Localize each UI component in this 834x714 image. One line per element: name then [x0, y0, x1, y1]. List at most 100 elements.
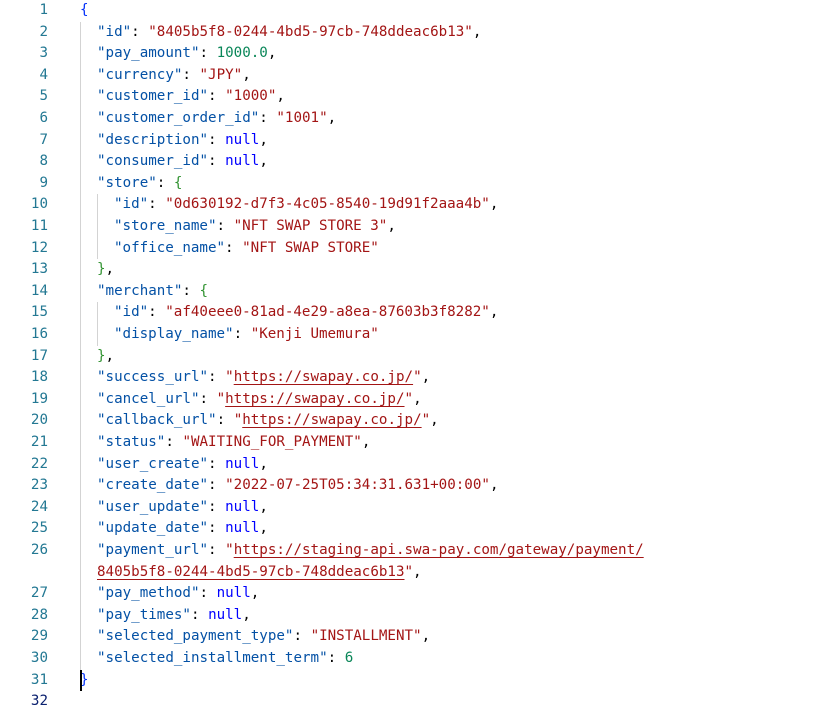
- code-token: :: [165, 434, 183, 450]
- url-link[interactable]: https://swapay.co.jp/: [233, 369, 414, 386]
- code-token: ,: [259, 520, 268, 537]
- line-number: 12: [30, 239, 48, 256]
- code-text: "currency": "JPY",: [97, 65, 251, 87]
- code-token: "Kenji Umemura": [250, 326, 379, 342]
- code-token: :: [293, 628, 311, 645]
- code-token: ,: [250, 585, 260, 602]
- code-token: {: [199, 282, 209, 299]
- code-token: {: [173, 174, 183, 191]
- code-text: "pay_times": null,: [97, 605, 251, 627]
- code-token: ,: [413, 390, 422, 407]
- code-token: "customer_id": [97, 88, 209, 105]
- line-number: 22: [30, 455, 48, 472]
- url-link[interactable]: https://staging-api.swa-pay.com/gateway/…: [233, 542, 644, 558]
- code-text: "selected_payment_type": "INSTALLMENT",: [97, 626, 430, 648]
- code-token: "2022-07-25T05:34:31.631+00:00": [225, 477, 490, 494]
- code-token: :: [131, 23, 149, 40]
- code-token: null: [225, 520, 260, 537]
- code-token: "update_date": [97, 520, 209, 537]
- code-token: "INSTALLMENT": [310, 628, 422, 645]
- code-text: "store_name": "NFT SWAP STORE 3",: [114, 216, 396, 238]
- code-token: :: [225, 239, 243, 256]
- line-number: 13: [30, 261, 48, 278]
- code-token: "8405b5f8-0244-4bd5-97cb-748ddeac6b13": [148, 23, 473, 40]
- code-token: 6: [344, 650, 354, 666]
- url-link[interactable]: https://swapay.co.jp/: [225, 390, 405, 407]
- code-token: :: [216, 412, 234, 429]
- code-text: "id": "af40eee0-81ad-4e29-a8ea-87603b3f8…: [114, 302, 498, 324]
- code-token: "NFT SWAP STORE 3": [233, 218, 388, 234]
- code-text: }: [80, 670, 89, 692]
- code-token: :: [190, 606, 209, 623]
- code-token: "store": [97, 174, 157, 191]
- line-number: 8: [39, 153, 48, 170]
- line-number: 19: [30, 390, 48, 407]
- code-token: "store_name": [114, 218, 217, 234]
- code-token: :: [216, 218, 234, 234]
- code-token: "pay_method": [97, 585, 200, 602]
- code-token: "merchant": [97, 282, 183, 299]
- code-text: "consumer_id": null,: [97, 151, 268, 173]
- code-token: ,: [105, 347, 115, 364]
- code-token: "description": [97, 131, 209, 148]
- code-text: "id": "8405b5f8-0244-4bd5-97cb-748ddeac6…: [97, 22, 481, 44]
- code-text: "user_create": null,: [97, 454, 268, 476]
- line-number: 29: [30, 628, 48, 645]
- code-token: ,: [387, 218, 396, 234]
- code-text: "status": "WAITING_FOR_PAYMENT",: [97, 432, 370, 454]
- code-text: 8405b5f8-0244-4bd5-97cb-748ddeac6b13",: [97, 562, 422, 584]
- code-token: ,: [421, 369, 431, 386]
- code-token: "id": [97, 23, 132, 40]
- code-token: ,: [361, 434, 371, 450]
- line-number: 15: [30, 304, 48, 321]
- code-text: "create_date": "2022-07-25T05:34:31.631+…: [97, 475, 498, 497]
- code-token: "currency": [97, 66, 183, 83]
- code-token: :: [327, 650, 345, 666]
- code-text: "customer_order_id": "1001",: [97, 108, 336, 130]
- code-text: "office_name": "NFT SWAP STORE": [114, 238, 379, 260]
- code-token: :: [208, 131, 226, 148]
- code-token: null: [216, 585, 251, 602]
- code-token: null: [225, 153, 260, 170]
- code-token: 1000.0: [216, 45, 268, 62]
- line-number: 16: [30, 326, 48, 342]
- line-number: 26: [30, 542, 48, 558]
- code-token: "1001": [276, 110, 328, 126]
- code-token: ,: [259, 131, 268, 148]
- code-token: ,: [259, 153, 268, 170]
- code-token: ,: [242, 606, 251, 623]
- code-token: :: [208, 455, 226, 472]
- code-token: "customer_order_id": [97, 110, 260, 126]
- code-token: :: [208, 520, 226, 537]
- line-number: 18: [30, 369, 48, 386]
- code-text: "pay_amount": 1000.0,: [97, 43, 276, 65]
- code-text: "display_name": "Kenji Umemura": [114, 324, 379, 346]
- code-token: :: [148, 304, 166, 321]
- code-token: ": [413, 369, 422, 386]
- code-token: "success_url": [97, 369, 209, 386]
- code-token: ,: [421, 628, 431, 645]
- code-token: ": [225, 369, 234, 386]
- line-number: 1: [39, 2, 48, 18]
- url-link[interactable]: https://swapay.co.jp/: [242, 412, 422, 429]
- line-number: 31: [30, 671, 48, 688]
- code-token: :: [208, 153, 226, 170]
- code-token: ,: [105, 261, 115, 278]
- code-token: ": [421, 412, 431, 429]
- code-token: ,: [489, 477, 499, 494]
- code-token: null: [208, 606, 243, 623]
- code-token: "user_create": [97, 455, 209, 472]
- code-token: ": [225, 542, 234, 558]
- code-token: :: [233, 326, 251, 342]
- code-token: ": [404, 390, 414, 407]
- code-token: ": [216, 390, 226, 407]
- code-token: "selected_installment_term": [97, 650, 328, 666]
- line-number: 4: [39, 66, 48, 83]
- url-link[interactable]: 8405b5f8-0244-4bd5-97cb-748ddeac6b13: [97, 563, 405, 580]
- line-number: 27: [30, 585, 48, 602]
- code-text: "payment_url": "https://staging-api.swa-…: [97, 540, 644, 562]
- code-token: "1000": [225, 88, 277, 105]
- line-number: 17: [30, 347, 48, 364]
- code-token: ,: [259, 455, 268, 472]
